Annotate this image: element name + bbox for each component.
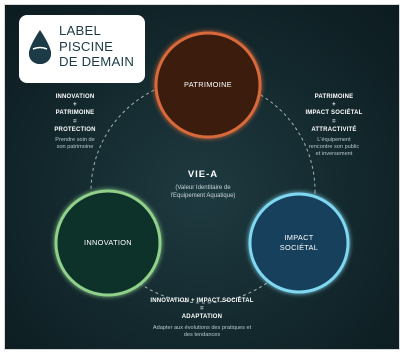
bottom-desc-line: des tendances bbox=[183, 331, 221, 338]
water-drop-icon bbox=[29, 30, 51, 64]
logo-text: LABEL PISCINE DE DEMAIN bbox=[59, 23, 143, 70]
right-formula-line: PATRIMOINE bbox=[314, 94, 354, 100]
left-formula-line: PATRIMOINE bbox=[55, 110, 95, 117]
right-desc-line: rencontre son public bbox=[308, 144, 360, 151]
center-title: VIE-A bbox=[187, 169, 219, 180]
diagram-frame: LABEL PISCINE DE DEMAIN PATRIMOINE INNOV… bbox=[4, 4, 400, 350]
bottom-formula-line: = bbox=[200, 306, 204, 313]
right-desc-line: L'équipement bbox=[317, 137, 351, 144]
right-formula-line: + bbox=[332, 102, 336, 109]
right-description: L'équipement rencontre son public et inv… bbox=[287, 137, 381, 158]
impact-label-line-2: SOCIÉTAL bbox=[279, 243, 319, 252]
right-formula-line: IMPACT SOCIÉTAL bbox=[305, 110, 363, 117]
logo-line-2: PISCINE bbox=[59, 38, 114, 54]
patrimoine-label: PATRIMOINE bbox=[184, 80, 232, 89]
left-formula-block: INNOVATION + PATRIMOINE = PROTECTION Pre… bbox=[35, 93, 115, 151]
center-subtitle: (Valeur Identitaire de l'Equipement Aqua… bbox=[155, 185, 251, 200]
right-formula: PATRIMOINE + IMPACT SOCIÉTAL = ATTRACTIV… bbox=[287, 93, 381, 134]
left-desc-line: son patrimoine bbox=[56, 144, 94, 151]
patrimoine-circle bbox=[154, 31, 262, 139]
bottom-formula-line: ADAPTATION bbox=[181, 314, 223, 321]
diagram-graphics bbox=[54, 31, 350, 304]
center-subtitle-line-1: (Valeur Identitaire de bbox=[175, 185, 231, 191]
left-description: Prendre soin de son patrimoine bbox=[35, 137, 115, 151]
left-formula-line: INNOVATION bbox=[55, 94, 95, 100]
innovation-label: INNOVATION bbox=[84, 238, 132, 247]
right-desc-line: et inversement bbox=[315, 151, 353, 158]
right-formula-line: ATTRACTIVITÉ bbox=[311, 126, 357, 133]
logo-line-1: LABEL bbox=[59, 23, 102, 38]
logo-line-3: DE DEMAIN bbox=[59, 54, 135, 69]
bottom-formula: INNOVATION + IMPACT SOCIÉTAL = ADAPTATIO… bbox=[129, 297, 275, 322]
left-formula-line: = bbox=[73, 118, 77, 125]
center-subtitle-line-2: l'Equipement Aquatique) bbox=[170, 192, 236, 199]
left-desc-line: Prendre soin de bbox=[55, 137, 95, 144]
left-formula-line: + bbox=[73, 102, 77, 109]
innovation-circle bbox=[54, 189, 162, 297]
bottom-description: Adapter aux évolutions des pratiques et … bbox=[129, 325, 275, 339]
bottom-formula-block: INNOVATION + IMPACT SOCIÉTAL = ADAPTATIO… bbox=[129, 297, 275, 339]
impact-societal-circle bbox=[248, 192, 350, 294]
bottom-desc-line: Adapter aux évolutions des pratiques et bbox=[152, 324, 252, 331]
label-piscine-logo: LABEL PISCINE DE DEMAIN bbox=[19, 15, 145, 83]
right-formula-line: = bbox=[332, 118, 336, 125]
left-formula-line: PROTECTION bbox=[54, 126, 96, 133]
cycle-dashed-ring bbox=[90, 78, 316, 304]
center-block: VIE-A (Valeur Identitaire de l'Equipemen… bbox=[155, 169, 251, 200]
impact-societal-label: IMPACT SOCIÉTAL bbox=[259, 233, 339, 253]
bottom-formula-line: INNOVATION + IMPACT SOCIÉTAL bbox=[150, 298, 254, 304]
left-formula: INNOVATION + PATRIMOINE = PROTECTION bbox=[35, 93, 115, 134]
impact-label-line-1: IMPACT bbox=[284, 233, 314, 242]
right-formula-block: PATRIMOINE + IMPACT SOCIÉTAL = ATTRACTIV… bbox=[287, 93, 381, 158]
